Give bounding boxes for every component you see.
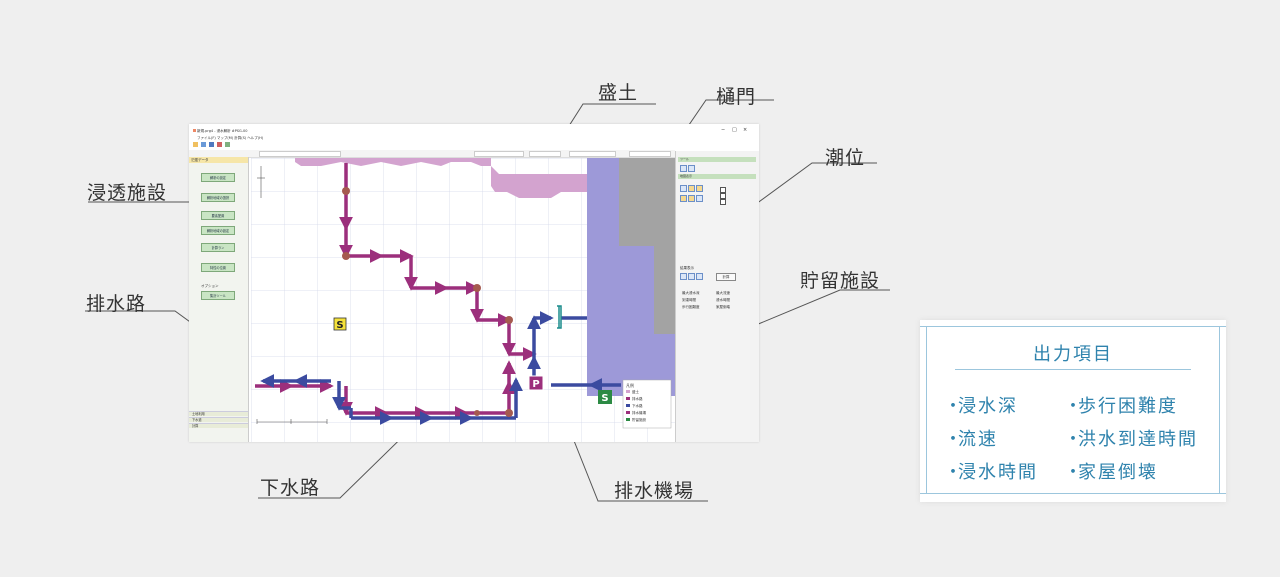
left-footer-calc[interactable]: 計算 (189, 423, 248, 428)
tool-icon-1[interactable] (680, 165, 687, 172)
output-item: ・家屋倒壊 (1064, 462, 1158, 483)
minimize-icon[interactable]: − (721, 127, 726, 133)
map-legend: 凡例 盛土 排水路 下水路 排水機場 貯留施設 (622, 379, 672, 429)
storage-marker[interactable] (598, 390, 612, 404)
checkbox-1[interactable] (720, 187, 726, 193)
right-panel: ツール 地図表示 結果表示 計算 最大浸水深 最大流速 到達時間 浸水時間 歩行… (675, 151, 759, 442)
pump-station-marker[interactable] (528, 375, 544, 391)
svg-text:凡例: 凡例 (626, 382, 634, 388)
map-tool-icon-4[interactable] (680, 195, 687, 202)
menu-bar[interactable]: ファイル(F) マップ(M) 計算(S) ヘルプ(H) (197, 136, 264, 140)
open-icon[interactable] (201, 142, 206, 147)
left-footer-sewer[interactable]: 下水道 (189, 417, 248, 422)
btn-area-select[interactable]: 解析地域の選択 (201, 193, 235, 202)
result-icon-1[interactable] (680, 273, 687, 280)
map-tool-icon-2[interactable] (688, 185, 695, 192)
result-option-5[interactable]: 歩行困難度 (682, 305, 700, 309)
map-tool-icon-5[interactable] (688, 195, 695, 202)
run-icon[interactable] (225, 142, 230, 147)
embankment (295, 158, 587, 198)
sewer-line (260, 311, 621, 425)
output-item: ・歩行困難度 (1064, 396, 1178, 417)
right-panel-map-bar: 地図表示 (678, 174, 756, 179)
result-section-label: 結果表示 (680, 266, 694, 270)
tool-icon-2[interactable] (688, 165, 695, 172)
svg-text:下水路: 下水路 (632, 403, 643, 408)
callout-sewer: 下水路 (260, 477, 321, 499)
callout-drainage-channel: 排水路 (86, 293, 147, 315)
btn-calc-run[interactable]: 計算ラン (201, 243, 235, 252)
north-arrow-icon (257, 166, 265, 198)
toolbar (193, 142, 253, 148)
btn-element-placement[interactable]: 要素配置 (201, 211, 235, 220)
left-panel-header: 氾濫データ (189, 157, 248, 163)
lat-field[interactable] (569, 151, 616, 157)
svg-text:盛土: 盛土 (632, 389, 640, 394)
app-icon (193, 129, 196, 132)
sluice-gate-icon (557, 305, 562, 329)
callout-infiltration-facility: 浸透施設 (87, 182, 168, 204)
map-tool-icon-6[interactable] (696, 195, 703, 202)
coord-field[interactable] (259, 151, 341, 157)
mesh-field[interactable] (474, 151, 524, 157)
btn-feature-position[interactable]: 特性の位置 (201, 263, 235, 272)
output-items-divider (955, 369, 1191, 370)
infiltration-marker-label: S (336, 320, 343, 331)
map-tool-icon-1[interactable] (680, 185, 687, 192)
left-footer-landuse[interactable]: 土地利用 (189, 411, 248, 416)
checkbox-2[interactable] (720, 193, 726, 199)
infiltration-marker[interactable] (333, 317, 347, 331)
checkbox-3[interactable] (720, 199, 726, 205)
status-toolbar (189, 150, 675, 158)
output-item: ・浸水時間 (944, 462, 1038, 483)
window-title: 新規.prg4 - 浸水解析 #PSG-00 (197, 129, 248, 133)
tide-gray-top (619, 158, 675, 246)
new-file-icon[interactable] (193, 142, 198, 147)
output-items-box: 出力項目 ・浸水深 ・歩行困難度 ・流速 ・洪水到達時間 ・浸水時間 ・家屋倒壊 (920, 320, 1226, 502)
callout-sluice-gate: 樋門 (716, 86, 757, 108)
callout-storage-facility: 貯留施設 (800, 270, 881, 292)
map-tool-icon-3[interactable] (696, 185, 703, 192)
elev-field[interactable] (629, 151, 671, 157)
row-field[interactable] (529, 151, 561, 157)
output-item: ・洪水到達時間 (1064, 429, 1198, 450)
result-option-2[interactable]: 最大流速 (716, 291, 730, 295)
svg-text:排水路: 排水路 (632, 396, 643, 401)
delete-icon[interactable] (217, 142, 222, 147)
close-icon[interactable]: × (743, 127, 748, 133)
output-items-title: 出力項目 (1033, 344, 1113, 365)
callout-embankment: 盛土 (598, 82, 639, 104)
map-canvas[interactable]: S S P 凡例 盛土 排水路 下水路 排水機場 貯留施設 (251, 158, 675, 442)
callout-pump-station: 排水機場 (614, 480, 695, 502)
svg-text:貯留施設: 貯留施設 (632, 417, 646, 422)
save-icon[interactable] (209, 142, 214, 147)
output-item: ・流速 (944, 429, 998, 450)
btn-area-settings[interactable]: 解析地域の設定 (201, 226, 235, 235)
result-option-6[interactable]: 家屋倒壊 (716, 305, 730, 309)
app-window: 新規.prg4 - 浸水解析 #PSG-00 − □ × ファイル(F) マップ… (189, 124, 759, 442)
result-option-4[interactable]: 浸水時間 (716, 298, 730, 302)
result-icon-3[interactable] (696, 273, 703, 280)
storage-marker-label: S (601, 393, 608, 404)
maximize-icon[interactable]: □ (732, 127, 737, 133)
scale-bar (256, 419, 328, 424)
result-option-3[interactable]: 到達時間 (682, 298, 696, 302)
output-item: ・浸水深 (944, 396, 1018, 417)
option-label: オプション (201, 284, 219, 288)
result-option-1[interactable]: 最大浸水深 (682, 291, 700, 295)
tide-gray-mid (654, 246, 675, 334)
pump-station-marker-label: P (532, 379, 539, 390)
output-items-frame (920, 326, 1226, 494)
left-panel: 氾濫データ 解析の設定 解析地域の選択 要素配置 解析地域の設定 計算ラン 特性… (189, 157, 249, 442)
btn-summary-tool[interactable]: 集計ツール (201, 291, 235, 300)
manhole-nodes (342, 187, 513, 417)
right-panel-tools-bar: ツール (678, 157, 756, 162)
run-calc-button[interactable]: 計算 (716, 273, 736, 281)
btn-analysis-settings[interactable]: 解析の設定 (201, 173, 235, 182)
callout-tide-level: 潮位 (825, 147, 866, 169)
svg-text:排水機場: 排水機場 (632, 410, 646, 415)
result-icon-2[interactable] (688, 273, 695, 280)
